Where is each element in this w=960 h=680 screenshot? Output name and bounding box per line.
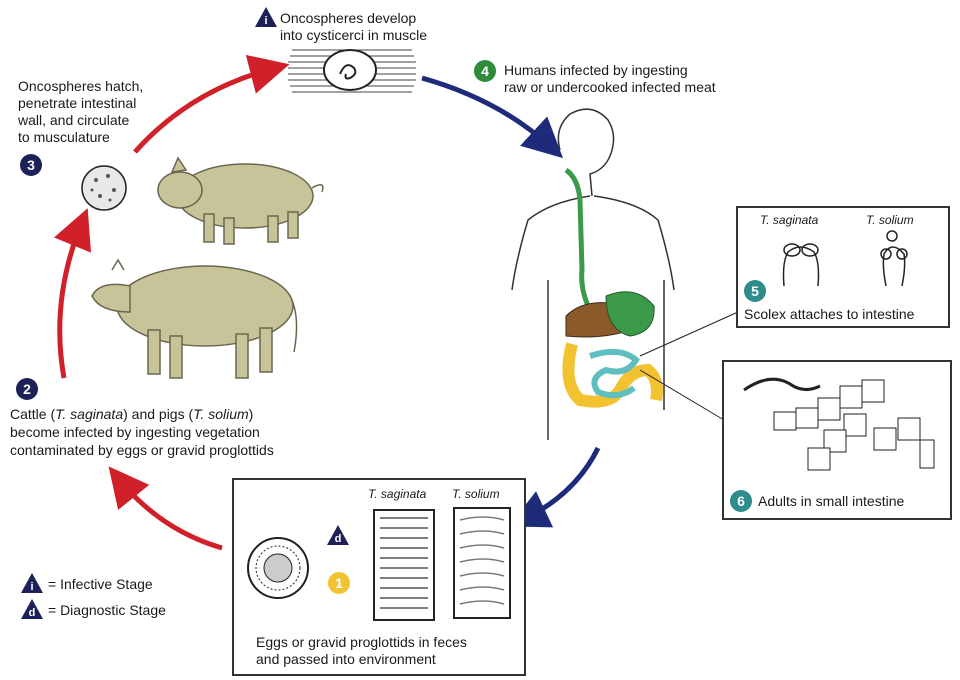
stage-2-species-saginata: T. saginata	[55, 406, 124, 422]
stage-3-badge: 3	[20, 154, 42, 176]
proglottid-species-saginata: T. saginata	[368, 487, 427, 501]
stage-2-label-line3: contaminated by eggs or gravid proglotti…	[10, 442, 274, 458]
scolex-species-saginata: T. saginata	[760, 213, 819, 227]
stage-1-label-line2: and passed into environment	[256, 651, 436, 667]
stage-4-label-line2: raw or undercooked infected meat	[504, 79, 716, 95]
stage-3-label-line4: to musculature	[18, 129, 110, 145]
adult-tapeworms-illustration	[743, 377, 935, 471]
infective-stage-badge: i	[254, 6, 278, 28]
eggs-proglottids-box: T. saginata T. solium d 1 Eggs or gravid…	[232, 478, 526, 676]
arrow-human-to-stage1	[508, 446, 601, 528]
stage-5-badge: 5	[744, 280, 766, 302]
arrow-stage3-to-muscle	[133, 54, 290, 154]
diagnostic-stage-badge: d	[326, 524, 350, 546]
legend-diagnostic-text: = Diagnostic Stage	[48, 602, 166, 618]
stage-2-text-close: )	[248, 406, 254, 422]
arrow-stage2-to-stage3	[54, 208, 92, 379]
muscle-cysticercus-illustration	[288, 49, 416, 93]
stage-i-label-line1: Oncospheres develop	[280, 10, 417, 26]
pig-illustration	[157, 156, 324, 245]
arrow-muscle-to-human	[421, 75, 564, 159]
stage-2-species-solium: T. solium	[193, 406, 249, 422]
legend-infective-text: = Infective Stage	[48, 576, 153, 592]
leader-to-adults-box	[639, 369, 725, 421]
scolex-species-solium: T. solium	[866, 213, 914, 227]
stage-3-label-line1: Oncospheres hatch,	[18, 78, 144, 94]
stage-2-text-pigs: ) and pigs (	[123, 406, 194, 422]
stage-2-badge: 2	[16, 378, 38, 400]
oncosphere-illustration	[81, 165, 127, 211]
stage-2-label-line2: become infected by ingesting vegetation	[10, 424, 260, 440]
arrow-stage1-to-stage2	[108, 466, 223, 551]
legend-infective-badge: i	[20, 572, 44, 594]
digestive-tract	[562, 167, 663, 408]
proglottid-species-solium: T. solium	[452, 487, 500, 501]
cow-illustration	[91, 258, 298, 379]
legend-diagnostic-badge: d	[20, 598, 44, 620]
stage-1-badge: 1	[328, 572, 350, 594]
scolex-box: T. saginata T. solium 5 Scolex attaches …	[736, 206, 950, 328]
stage-i-label-line2: into cysticerci in muscle	[280, 27, 428, 43]
leader-to-scolex-box	[639, 311, 739, 357]
scolex-illustrations	[782, 230, 908, 287]
stage-2-label-line1: Cattle (T. saginata) and pigs (T. solium…	[10, 406, 253, 423]
adults-box: 6 Adults in small intestine	[722, 360, 952, 520]
stage-4-badge: 4	[474, 60, 496, 82]
stage-1-label-line1: Eggs or gravid proglottids in feces	[256, 634, 467, 650]
stage-2-text-cattle: Cattle (	[10, 406, 56, 422]
human-silhouette	[511, 108, 675, 440]
stage-4-label-line1: Humans infected by ingesting	[504, 62, 688, 78]
stage-3-label-line2: penetrate intestinal	[18, 95, 137, 111]
stage-6-label: Adults in small intestine	[758, 493, 905, 509]
stage-6-badge: 6	[730, 490, 752, 512]
egg-proglottid-illustrations	[247, 507, 511, 621]
stage-5-label: Scolex attaches to intestine	[744, 306, 915, 322]
stage-3-label-line3: wall, and circulate	[18, 112, 130, 128]
